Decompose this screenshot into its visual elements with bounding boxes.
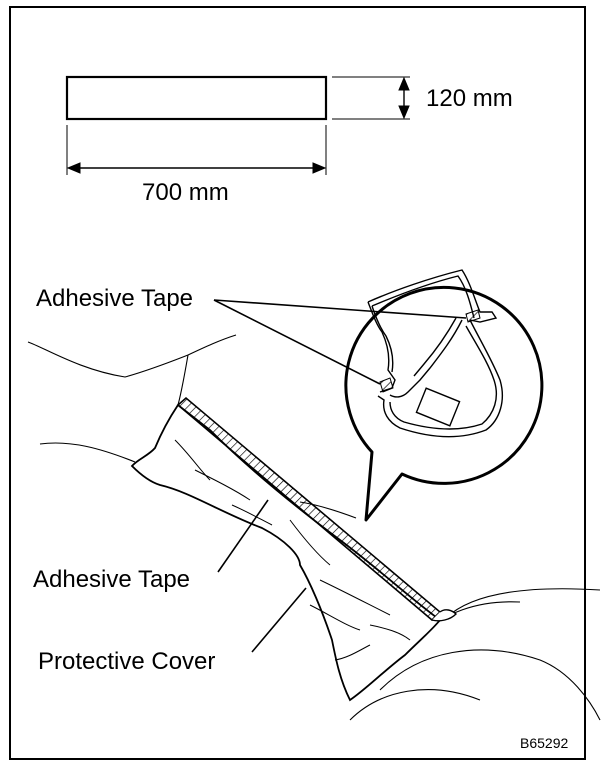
height-dimension: [332, 76, 410, 120]
figure-code: B65292: [520, 735, 569, 751]
width-dimension: [66, 125, 327, 175]
vehicle-body: [27, 334, 601, 721]
height-dimension-label: 120 mm: [426, 85, 513, 112]
leader-lines: [213, 299, 467, 653]
adhesive-tape-label-bottom: Adhesive Tape: [33, 566, 191, 593]
detail-tape-lower: [379, 377, 394, 393]
tape-dimension-rect: [65, 75, 328, 121]
adhesive-tape-label-top: Adhesive Tape: [36, 285, 194, 312]
detail-tape-upper: [465, 309, 481, 323]
detail-cross-section: [367, 269, 504, 438]
fender-edge: [431, 609, 457, 622]
width-dimension-label: 700 mm: [142, 179, 229, 206]
cover-fold-lines: [174, 439, 411, 661]
protective-cover-label: Protective Cover: [38, 648, 216, 675]
